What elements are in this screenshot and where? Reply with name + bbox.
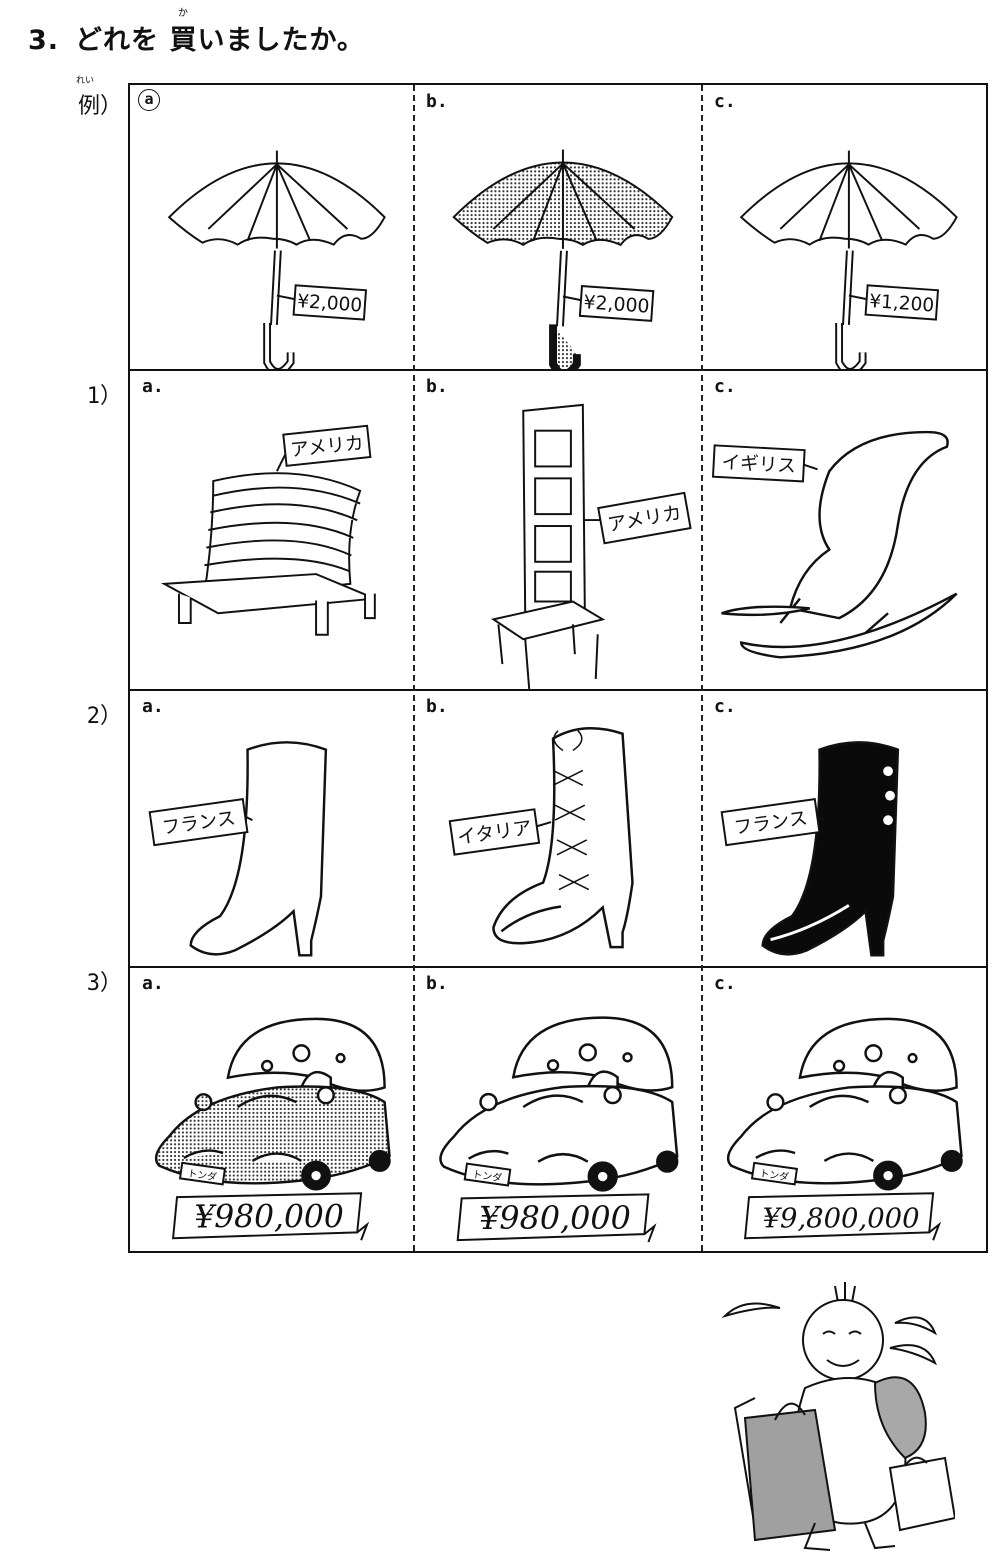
price-tag-text: ¥980,000: [194, 1199, 343, 1235]
row-divider: [130, 689, 986, 691]
car-icon: トンダ ¥980,000: [154, 1017, 391, 1241]
car-icon: トンダ ¥980,000: [439, 1016, 679, 1243]
chair-icon: アメリカ: [490, 403, 692, 689]
umbrella-icon: ¥1,200: [739, 150, 958, 370]
title-kanji: か買: [169, 8, 197, 57]
row-label: 例）れい: [60, 76, 122, 120]
price-tag-text: ¥9,800,000: [763, 1203, 920, 1234]
row-label: 3）: [86, 971, 122, 996]
title-text-after: いましたか。: [197, 25, 365, 56]
row-label: 1）: [86, 384, 122, 409]
price-tag-text: ¥980,000: [479, 1201, 631, 1237]
option-letter: b.: [426, 696, 448, 717]
answer-grid: ¥2,000 a ¥2,000 b. ¥1,200 c.: [128, 83, 988, 1253]
question-title: 3. どれを か買いましたか。: [28, 8, 365, 57]
license-plate: トンダ: [472, 1167, 503, 1184]
option-3-0[interactable]: トンダ ¥980,000 a.: [130, 967, 414, 1251]
option-0-1[interactable]: ¥2,000 b.: [414, 85, 702, 370]
question-number: 3.: [28, 25, 60, 56]
option-2-2[interactable]: フランス c.: [702, 690, 986, 967]
option-letter: a.: [142, 973, 164, 994]
option-0-0[interactable]: ¥2,000 a: [130, 85, 414, 370]
option-1-0[interactable]: アメリカ a.: [130, 370, 414, 690]
shopper-mascot-icon: [721, 1282, 955, 1551]
title-text-before: どれを: [75, 25, 160, 56]
option-letter: b.: [426, 91, 448, 112]
title-furigana: か: [177, 8, 189, 19]
option-3-2[interactable]: トンダ ¥9,800,000 c.: [702, 967, 986, 1251]
boot-icon: フランス: [720, 741, 900, 957]
rocking-chair-icon: イギリス: [711, 430, 958, 659]
column-divider: [701, 85, 703, 1251]
option-letter: b.: [426, 376, 448, 397]
svg-text:¥2,000: ¥2,000: [583, 291, 650, 318]
option-letter: a: [138, 89, 160, 111]
row-label-furigana: れい: [76, 76, 95, 86]
svg-text:¥2,000: ¥2,000: [297, 291, 363, 316]
license-plate: トンダ: [759, 1167, 790, 1184]
bench-icon: アメリカ: [160, 424, 376, 636]
option-2-0[interactable]: フランス a.: [130, 690, 414, 967]
row-divider: [130, 369, 986, 371]
option-0-2[interactable]: ¥1,200 c.: [702, 85, 986, 370]
umbrella-icon: ¥2,000: [452, 149, 674, 370]
option-letter: b.: [426, 973, 448, 994]
option-letter: c.: [714, 973, 736, 994]
svg-text:¥1,200: ¥1,200: [869, 291, 935, 316]
boot-icon: フランス: [148, 741, 328, 957]
row-divider: [130, 966, 986, 968]
option-letter: a.: [142, 376, 164, 397]
option-letter: c.: [714, 376, 736, 397]
umbrella-icon: ¥2,000: [167, 150, 386, 370]
option-1-2[interactable]: イギリス c.: [702, 370, 986, 690]
option-letter: c.: [714, 696, 736, 717]
row-label: 2）: [86, 704, 122, 729]
option-3-1[interactable]: トンダ ¥980,000 b.: [414, 967, 702, 1251]
car-icon: トンダ ¥9,800,000: [726, 1017, 963, 1241]
svg-text:イギリス: イギリス: [721, 452, 796, 477]
option-letter: c.: [714, 91, 736, 112]
laced-boot-icon: イタリア: [448, 727, 634, 949]
option-1-1[interactable]: アメリカ b.: [414, 370, 702, 690]
license-plate: トンダ: [187, 1167, 218, 1184]
column-divider: [413, 85, 415, 1251]
option-letter: a.: [142, 696, 164, 717]
